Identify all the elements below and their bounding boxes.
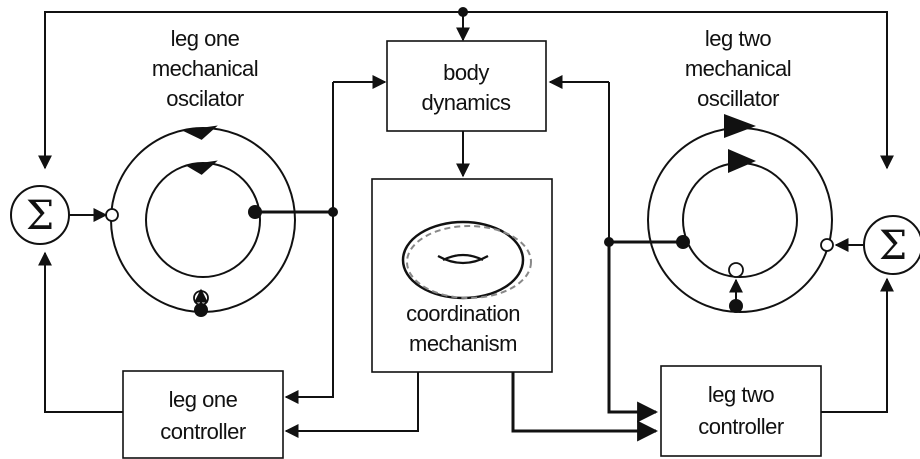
leg-one-controller-box: leg one controller: [122, 370, 284, 459]
sum-symbol-left: Σ: [26, 193, 54, 239]
leg-two-input-node: [728, 262, 744, 278]
leg-one-output-node: [105, 208, 119, 222]
right-wiring: [511, 75, 894, 442]
sum-junction-right: Σ: [863, 215, 920, 275]
coordination-line1: coordination: [406, 301, 520, 326]
leg-one-inner-ring-arrow: [185, 160, 218, 175]
leg-one-controller-line2: controller: [160, 419, 246, 444]
body-dynamics-box: body dynamics: [386, 40, 547, 132]
leg-one-osc-line1: leg one: [171, 26, 240, 51]
sum-junction-left: Σ: [10, 185, 70, 245]
coordination-line2: mechanism: [409, 331, 517, 356]
leg-two-inner-ring-arrow: [728, 149, 756, 173]
leg-two-oscillator: leg two mechanical oscillator: [647, 26, 834, 313]
leg-two-output-node: [820, 238, 834, 252]
coordination-mechanism-box: coordination mechanism: [371, 178, 553, 373]
leg-two-controller-line1: leg two: [708, 382, 774, 407]
leg-one-outer-ring-arrow: [182, 125, 218, 140]
torus-icon: [401, 220, 532, 300]
leg-one-outer-ring: [110, 127, 296, 313]
leg-one-controller-line1: leg one: [169, 387, 238, 412]
body-dynamics-line1: body: [443, 60, 489, 85]
leg-two-controller-line2: controller: [698, 414, 784, 439]
left-wiring: [38, 75, 419, 438]
leg-one-inner-ring: [145, 162, 261, 278]
leg-two-osc-line3: oscillator: [697, 86, 779, 111]
leg-two-outer-ring-arrow: [724, 114, 756, 138]
body-dynamics-line2: dynamics: [422, 90, 511, 115]
leg-two-osc-line2: mechanical: [685, 56, 791, 81]
leg-one-osc-line3: oscilator: [166, 86, 244, 111]
leg-one-osc-line2: mechanical: [152, 56, 258, 81]
bus-junction-dot: [458, 7, 468, 17]
top-feedback-bus: [38, 7, 894, 170]
leg-one-oscillator: leg one mechanical oscilator: [105, 26, 296, 317]
sum-symbol-right: Σ: [879, 223, 907, 269]
leg-two-inner-ring: [682, 162, 798, 278]
leg-two-controller-box: leg two controller: [660, 365, 822, 457]
leg-two-osc-line1: leg two: [705, 26, 771, 51]
